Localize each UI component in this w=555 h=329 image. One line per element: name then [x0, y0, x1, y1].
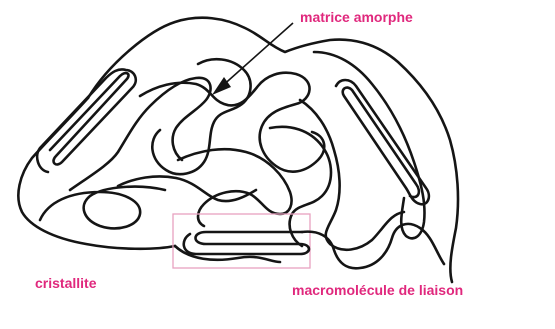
crystallite-lamella-left	[37, 69, 136, 172]
amorphous-chain-lower-mid	[118, 176, 256, 201]
label-matrice-amorphe: matrice amorphe	[300, 10, 413, 24]
amorphous-chain-right-3	[270, 127, 331, 246]
tie-molecule-chain	[302, 224, 444, 268]
amorphous-chain-right	[314, 52, 425, 238]
amorphous-loop-lower-left	[40, 187, 165, 229]
amorphous-chain-center	[140, 73, 324, 172]
amorphous-chain-center-2	[152, 59, 250, 174]
amorphous-chain-left	[18, 98, 175, 249]
label-cristallite: cristallite	[35, 276, 96, 290]
arrow-line	[220, 23, 293, 88]
amorphous-chain-right-2	[300, 100, 404, 250]
crystallite-lamella-bottom	[184, 232, 309, 254]
amorphous-chain-outer	[88, 18, 458, 282]
label-macromolecule-de-liaison: macromolécule de liaison	[292, 283, 463, 297]
